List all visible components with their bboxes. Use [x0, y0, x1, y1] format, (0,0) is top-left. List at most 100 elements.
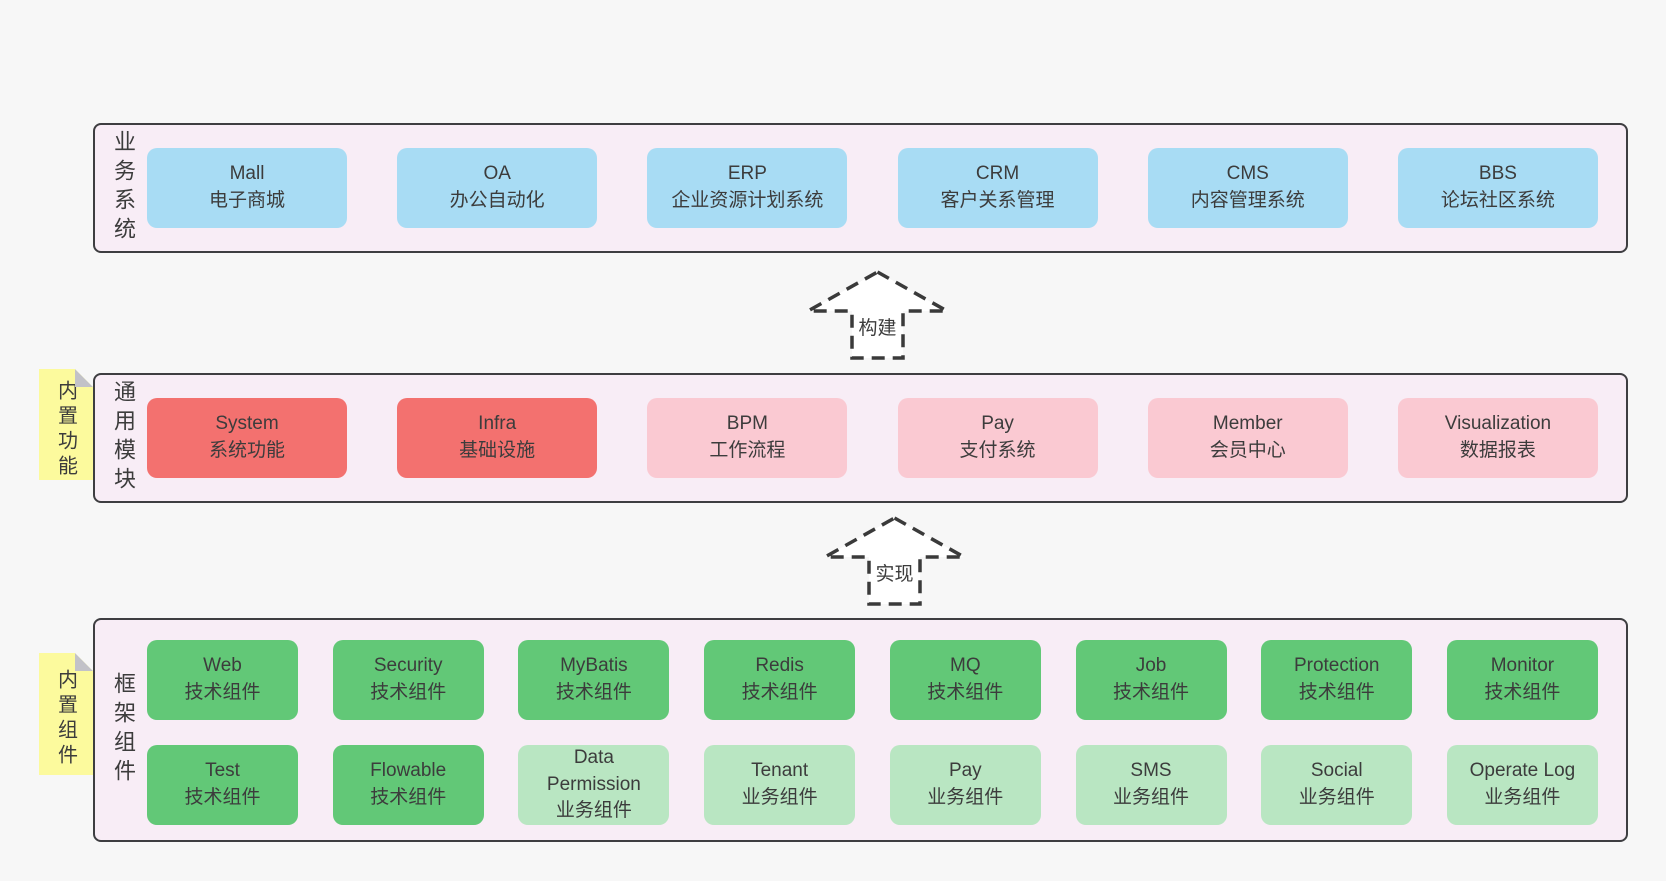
- box-subtitle-zh: 工作流程: [709, 440, 786, 461]
- box-subtitle-zh: 数据报表: [1459, 440, 1536, 461]
- component-box-infra: Infra 基础设施: [397, 398, 598, 478]
- layer-label-business-systems: 业务系统: [111, 130, 136, 246]
- box-title-en: Data Permission: [546, 747, 641, 795]
- box-subtitle-zh: 办公自动化: [449, 190, 545, 211]
- box-title-en: Operate Log: [1469, 760, 1576, 782]
- box-title-en: Security: [373, 655, 443, 677]
- component-box-cms: CMS 内容管理系统: [1147, 148, 1348, 228]
- box-subtitle-zh: 技术组件: [741, 682, 818, 703]
- box-subtitle-zh: 业务组件: [1484, 787, 1561, 808]
- component-box-system: System 系统功能: [147, 398, 347, 478]
- box-subtitle-zh: 企业资源计划系统: [671, 190, 824, 211]
- box-title-en: Visualization: [1444, 413, 1552, 435]
- layer-business-systems: 业务系统 Mall 电子商城 OA 办公自动化 ERP 企业资源计划系统 CRM 客户关系管理…: [93, 123, 1628, 253]
- arrow-implement: 实现: [822, 515, 967, 607]
- component-box-tenant: Tenant 业务组件: [704, 745, 856, 825]
- box-title-en: System: [215, 413, 279, 435]
- component-box-operate-log: Operate Log 业务组件: [1446, 745, 1598, 825]
- sticky-note-builtin-components: 内置组件: [39, 653, 93, 775]
- box-subtitle-zh: 技术组件: [184, 787, 261, 808]
- arrow-label-implement: 实现: [872, 559, 917, 586]
- box-subtitle-zh: 客户关系管理: [940, 190, 1055, 211]
- component-box-sms: SMS 业务组件: [1075, 745, 1227, 825]
- box-title-en: Infra: [478, 413, 517, 435]
- component-box-monitor: Monitor 技术组件: [1446, 640, 1598, 720]
- box-subtitle-zh: 论坛社区系统: [1440, 190, 1555, 211]
- component-box-crm: CRM 客户关系管理: [897, 148, 1098, 228]
- component-box-social: Social 业务组件: [1261, 745, 1413, 825]
- box-subtitle-zh: 技术组件: [370, 682, 447, 703]
- box-subtitle-zh: 业务组件: [741, 787, 818, 808]
- box-title-en: Redis: [755, 655, 804, 677]
- box-subtitle-zh: 技术组件: [555, 682, 632, 703]
- box-title-en: Web: [203, 655, 242, 677]
- box-subtitle-zh: 电子商城: [208, 190, 285, 211]
- component-box-visualization: Visualization 数据报表: [1397, 398, 1598, 478]
- component-box-mybatis: MyBatis 技术组件: [518, 640, 670, 720]
- box-subtitle-zh: 技术组件: [1298, 682, 1375, 703]
- component-box-web: Web 技术组件: [147, 640, 298, 720]
- folded-corner-icon: [75, 369, 93, 387]
- arrow-label-build: 构建: [855, 313, 900, 340]
- box-subtitle-zh: 技术组件: [927, 682, 1004, 703]
- box-title-en: MQ: [950, 655, 981, 677]
- box-subtitle-zh: 支付系统: [959, 440, 1036, 461]
- box-subtitle-zh: 业务组件: [1298, 787, 1375, 808]
- component-box-oa: OA 办公自动化: [397, 148, 598, 228]
- component-box-bpm: BPM 工作流程: [647, 398, 848, 478]
- component-box-protection: Protection 技术组件: [1261, 640, 1413, 720]
- layer-common-modules: 通用模块 System 系统功能 Infra 基础设施 BPM 工作流程 Pay 支付系统 Me…: [93, 373, 1628, 503]
- component-box-job: Job 技术组件: [1075, 640, 1227, 720]
- layer-label-framework-components: 框架组件: [111, 672, 136, 788]
- box-subtitle-zh: 技术组件: [370, 787, 447, 808]
- box-title-en: Tenant: [751, 760, 809, 782]
- box-title-en: BPM: [726, 413, 768, 435]
- component-box-redis: Redis 技术组件: [704, 640, 856, 720]
- box-subtitle-zh: 业务组件: [1113, 787, 1190, 808]
- box-title-en: Social: [1310, 760, 1363, 782]
- box-title-en: Member: [1212, 413, 1283, 435]
- component-box-pay: Pay 支付系统: [897, 398, 1098, 478]
- box-title-en: OA: [483, 163, 511, 185]
- box-title-en: MyBatis: [560, 655, 628, 677]
- business-systems-boxes: Mall 电子商城 OA 办公自动化 ERP 企业资源计划系统 CRM 客户关系管理 CMS 内容…: [147, 148, 1598, 228]
- box-subtitle-zh: 技术组件: [1113, 682, 1190, 703]
- box-title-en: Pay: [981, 413, 1014, 435]
- box-subtitle-zh: 技术组件: [184, 682, 261, 703]
- box-title-en: Pay: [948, 760, 982, 782]
- box-subtitle-zh: 内容管理系统: [1190, 190, 1305, 211]
- box-title-en: Test: [205, 760, 240, 782]
- box-subtitle-zh: 基础设施: [459, 440, 536, 461]
- box-title-en: Job: [1135, 655, 1167, 677]
- arrow-build: 构建: [805, 269, 950, 361]
- component-box-pay: Pay 业务组件: [889, 745, 1041, 825]
- box-title-en: Protection: [1293, 655, 1380, 677]
- box-title-en: Monitor: [1490, 655, 1555, 677]
- component-box-data-permission: Data Permission 业务组件: [518, 745, 670, 825]
- sticky-note-label: 内置组件: [54, 669, 77, 769]
- box-subtitle-zh: 业务组件: [555, 800, 632, 822]
- component-box-test: Test 技术组件: [147, 745, 298, 825]
- sticky-note-builtin-features: 内置功能: [39, 369, 93, 480]
- layer-label-common-modules: 通用模块: [111, 380, 136, 496]
- component-box-erp: ERP 企业资源计划系统: [647, 148, 848, 228]
- box-title-en: Mall: [229, 163, 265, 185]
- box-title-en: ERP: [727, 163, 767, 185]
- box-subtitle-zh: 业务组件: [927, 787, 1004, 808]
- component-box-mq: MQ 技术组件: [889, 640, 1041, 720]
- box-subtitle-zh: 技术组件: [1484, 682, 1561, 703]
- folded-corner-icon: [75, 653, 93, 671]
- box-title-en: Flowable: [370, 760, 447, 782]
- sticky-note-label: 内置功能: [54, 379, 77, 480]
- box-title-en: CMS: [1226, 163, 1269, 185]
- box-title-en: CRM: [975, 163, 1020, 185]
- component-box-mall: Mall 电子商城: [147, 148, 347, 228]
- box-title-en: SMS: [1130, 760, 1172, 782]
- box-subtitle-zh: 系统功能: [208, 440, 285, 461]
